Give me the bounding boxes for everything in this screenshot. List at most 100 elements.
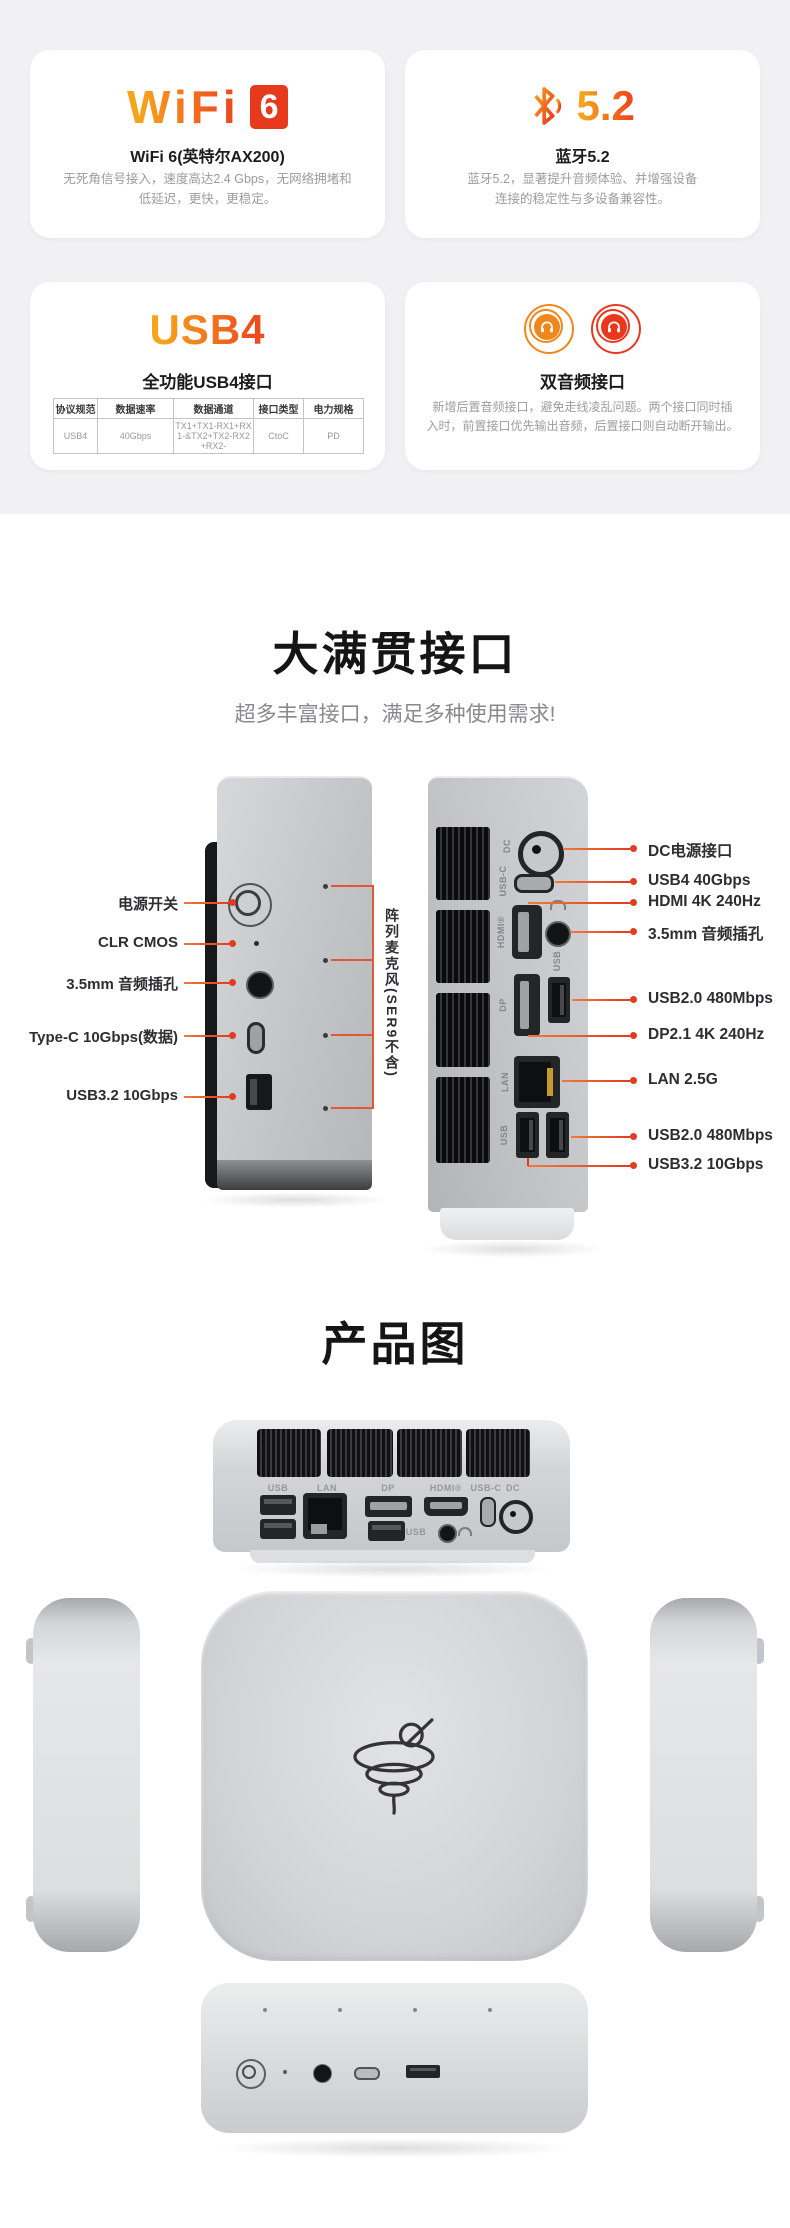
- callout-line: [571, 1136, 630, 1138]
- glyph-usbc: USB-C: [498, 865, 508, 897]
- photo-front-shadow: [215, 2138, 575, 2158]
- power-button-inner: [235, 890, 261, 916]
- wifi6-badge: 6: [250, 85, 289, 129]
- table-cell: USB4: [53, 418, 98, 454]
- callout-line: [184, 1035, 229, 1037]
- callout-dot: [630, 845, 637, 852]
- photo-usb-a: [368, 1521, 405, 1541]
- callout-line: [563, 848, 630, 850]
- photo-front-jack: [313, 2064, 332, 2083]
- bluetooth-desc-line1: 蓝牙5.2，显著提升音频体验、并增强设备: [467, 172, 698, 186]
- mic-line: [331, 1107, 374, 1109]
- rear-label-dc: DC电源接口: [648, 843, 733, 860]
- dp-port: [514, 974, 540, 1036]
- usb4-logo-text: USB4: [149, 306, 266, 353]
- callout-dot: [229, 940, 236, 947]
- bluetooth-version: 5.2: [576, 82, 635, 129]
- callout-dot: [630, 1077, 637, 1084]
- photo-rear-shadow: [230, 1560, 555, 1578]
- mic-hole: [338, 2008, 342, 2012]
- photo-usb-a: [260, 1495, 296, 1515]
- rear-device-shadow: [420, 1240, 605, 1258]
- photo-usb-c: [480, 1497, 496, 1527]
- rear-audio-jack: [545, 921, 571, 947]
- glyph-usb2: USB: [499, 1124, 509, 1146]
- photo-glyph-usb2: USB: [405, 1527, 427, 1537]
- callout-dot: [229, 899, 236, 906]
- bluetooth-title: 蓝牙5.2: [555, 149, 610, 166]
- photo-audio-jack: [438, 1524, 457, 1543]
- ports-section-title: 大满贯接口: [272, 628, 518, 680]
- vent-grille: [466, 1429, 530, 1477]
- dual-audio-card: 双音频接口 新增后置音频接口，避免走线凌乱问题。两个接口同时插 入时，前置接口优…: [405, 282, 760, 470]
- vent-grille: [257, 1429, 321, 1477]
- ports-section-subtitle: 超多丰富接口，满足多种使用需求!: [234, 703, 556, 726]
- photo-rear-lip: [250, 1550, 535, 1563]
- table-header: 协议规范: [53, 398, 98, 419]
- photo-side-left: [33, 1598, 140, 1952]
- callout-line: [184, 943, 229, 945]
- vent-grille: [436, 910, 490, 983]
- mic-line: [331, 885, 374, 887]
- glyph-dc: DC: [502, 839, 512, 853]
- clr-cmos-hole: [254, 941, 259, 946]
- product-section-title: 产品图: [321, 1318, 469, 1370]
- hdmi-slot: [430, 1502, 462, 1509]
- lan-clip: [311, 1524, 327, 1534]
- rear-label-hdmi: HDMI 4K 240Hz: [648, 893, 761, 910]
- usb-tongue: [410, 2068, 436, 2071]
- front-label-audio: 3.5mm 音频插孔: [66, 976, 178, 993]
- callout-line: [184, 1096, 229, 1098]
- dual-audio-desc-line2: 入时，前置接口优先输出音频，后置接口则自动断开输出。: [426, 419, 739, 433]
- hdmi-slot: [518, 912, 529, 952]
- vent-grille: [436, 993, 490, 1067]
- usb-tongue: [264, 1523, 292, 1528]
- mic-hole: [263, 2008, 267, 2012]
- front-label-cmos: CLR CMOS: [98, 934, 178, 951]
- usb-tongue: [264, 1499, 292, 1504]
- mic-hole: [323, 1106, 328, 1111]
- dual-audio-title: 双音频接口: [540, 373, 625, 392]
- headphone-icon-red: [590, 304, 641, 354]
- mic-hole: [413, 2008, 417, 2012]
- front-device-bottom: [217, 1160, 372, 1190]
- callout-dot: [630, 928, 637, 935]
- callout-line: [555, 881, 630, 883]
- callout-dot: [229, 1032, 236, 1039]
- front-label-power: 电源开关: [117, 896, 178, 913]
- front-label-typec: Type-C 10Gbps(数据): [29, 1029, 178, 1046]
- mic-bracket: [372, 885, 374, 1109]
- photo-power-button: [236, 2059, 266, 2089]
- glyph-dp: DP: [498, 998, 508, 1012]
- swirl-logo: [353, 1718, 435, 1815]
- dc-pin: [532, 845, 541, 854]
- callout-dot: [630, 996, 637, 1003]
- bluetooth-card: 5.2 蓝牙5.2 蓝牙5.2，显著提升音频体验、并增强设备 连接的稳定性与多设…: [405, 50, 760, 238]
- photo-glyph-dc: DC: [506, 1483, 520, 1493]
- photo-dp: [365, 1496, 412, 1517]
- mic-hole: [323, 1033, 328, 1038]
- callout-line: [528, 1165, 630, 1167]
- vent-grille: [397, 1429, 462, 1477]
- rear-usb-pair-left: [516, 1112, 539, 1158]
- dc-pin: [510, 1511, 516, 1517]
- table-cell: PD: [303, 418, 364, 454]
- usb4-card: USB4 全功能USB4接口 协议规范 数据速率 数据通道 接口类型 电力规格 …: [30, 282, 385, 470]
- mic-line: [331, 959, 374, 961]
- usb4-title: 全功能USB4接口: [142, 373, 273, 392]
- bluetooth-desc-line2: 连接的稳定性与多设备兼容性。: [494, 192, 670, 206]
- wifi6-title: WiFi 6(英特尔AX200): [130, 149, 285, 166]
- lan-pins: [547, 1068, 553, 1096]
- front-label-usb32: USB3.2 10Gbps: [66, 1087, 178, 1104]
- usb4-table-value-row: USB4 40Gbps TX1+TX1-RX1+RX1-&TX2+TX2-RX2…: [53, 418, 364, 454]
- photo-usb-a: [260, 1519, 296, 1539]
- front-audio-jack: [246, 971, 274, 999]
- vent-grille: [327, 1429, 393, 1477]
- usb4-logo-wrap: USB4: [30, 306, 385, 354]
- usb-tongue: [250, 1079, 257, 1105]
- callout-line: [184, 982, 229, 984]
- photo-glyph-dp: DP: [381, 1483, 395, 1493]
- headphone-glyph-icon: [550, 900, 566, 910]
- cmos-hole: [283, 2070, 287, 2074]
